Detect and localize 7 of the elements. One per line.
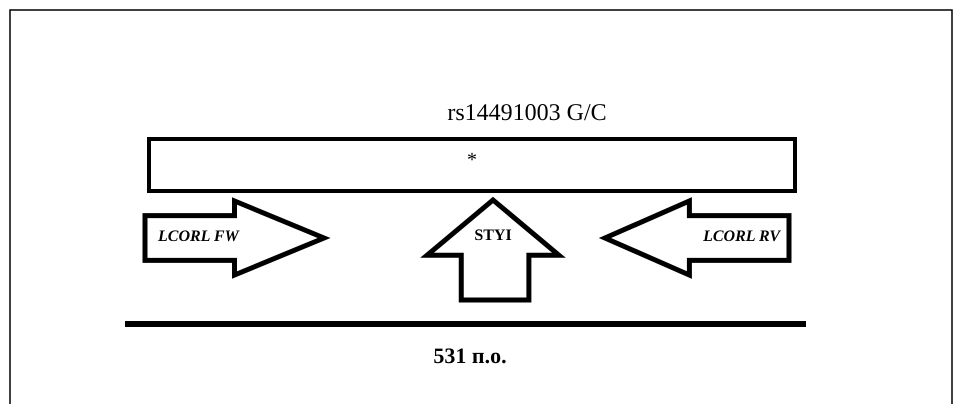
primer-label: LCORL RV bbox=[703, 228, 780, 246]
primer-label: STYI bbox=[474, 227, 512, 245]
snp-label: rs14491003 G/C bbox=[446, 100, 608, 127]
primer-label: LCORL FW bbox=[158, 228, 239, 246]
sequence-band bbox=[147, 137, 797, 193]
length-label: 531 п.о. bbox=[432, 343, 508, 369]
snp-marker: * bbox=[467, 149, 477, 172]
